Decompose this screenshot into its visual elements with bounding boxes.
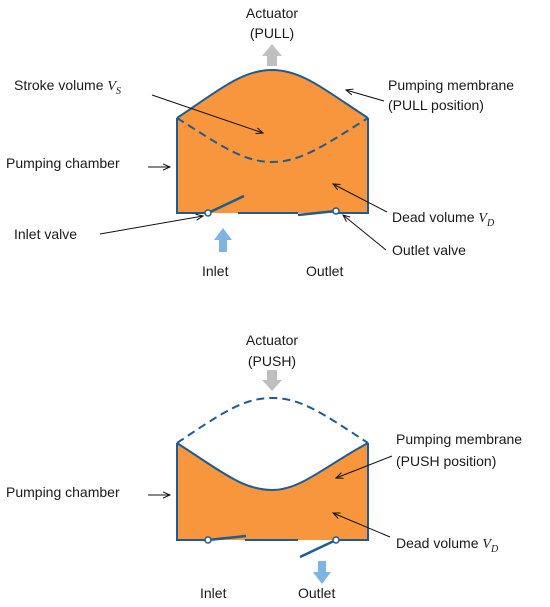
push-dead-volume-label: Dead volume VD [396,535,499,555]
pull-membrane [176,68,369,119]
push-chamber-walls [176,443,369,541]
pull-panel: Actuator (PULL) Stroke volume VS Pumping… [6,5,514,279]
pull-membrane-label: Pumping membrane [388,77,514,93]
pull-stroke-volume-pointer [151,94,263,133]
pull-chamber-label: Pumping chamber [6,155,120,171]
push-outlet-valve-flap [299,538,337,559]
push-membrane-position-label: (PUSH position) [396,453,496,469]
pull-outlet-label: Outlet [306,263,343,279]
pull-outlet-valve-flap [297,209,337,217]
push-chamber-label: Pumping chamber [6,484,120,500]
pull-actuator-title: Actuator [246,5,298,21]
push-outlet-label: Outlet [298,585,335,601]
pull-dead-volume-pointer [333,184,388,213]
pull-actuator-subtitle: (PULL) [250,25,294,41]
pull-inlet-valve-pointer [99,216,203,235]
push-panel: Actuator (PUSH) Pumping membrane (PUSH p… [6,332,522,601]
pull-membrane-pointer [346,90,385,102]
push-inlet-valve-flap [207,534,247,542]
pull-inlet-valve-flap [207,194,245,215]
push-actuator-title: Actuator [246,332,298,348]
push-membrane-pointer [336,455,393,478]
push-inlet-label: Inlet [200,585,227,601]
push-membrane [176,442,369,492]
pull-outlet-valve-label: Outlet valve [392,242,466,258]
push-actuator-arrow-icon [262,370,282,391]
pull-membrane-position-label: (PULL position) [388,97,484,113]
push-outlet-flow-arrow-icon [313,561,331,584]
push-chamber [177,443,368,540]
pull-inlet-valve-hinge [204,209,212,217]
pull-actuator-arrow-icon [262,44,282,66]
push-dead-volume-pointer [333,513,391,538]
pull-inlet-label: Inlet [202,263,229,279]
pull-membrane-rest-position [176,117,369,164]
pull-chamber-walls [176,118,369,214]
pull-dead-volume-label: Dead volume VD [392,209,495,229]
push-membrane-label: Pumping membrane [396,431,522,447]
push-membrane-rest-position [176,396,369,444]
pull-stroke-volume-label: Stroke volume VS [14,77,121,97]
push-actuator-subtitle: (PUSH) [248,353,296,369]
pull-chamber [177,70,368,213]
push-inlet-valve-hinge [204,536,212,544]
pull-outlet-valve-pointer [343,215,387,251]
push-outlet-valve-hinge [332,536,340,544]
pull-outlet-valve-hinge [332,207,340,215]
pull-inlet-flow-arrow-icon [214,228,232,252]
pull-inlet-valve-label: Inlet valve [14,226,77,242]
